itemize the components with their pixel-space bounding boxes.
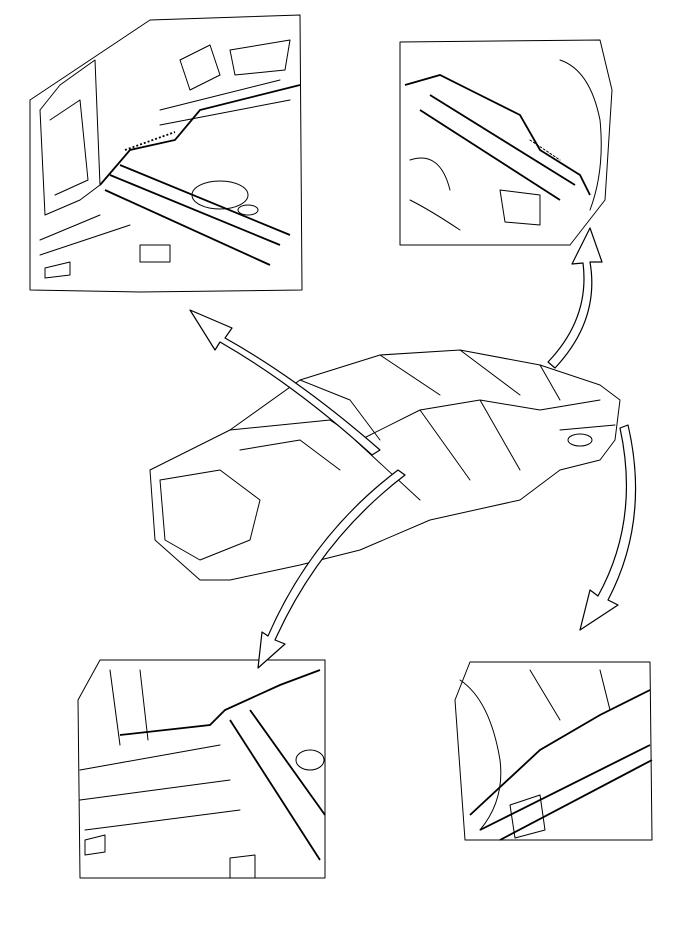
- detail-view-bottom-right: [454, 661, 653, 841]
- detail-view-bottom-left: [77, 659, 326, 879]
- arrow-to-top-right: [547, 227, 603, 369]
- arrows: [189, 227, 637, 669]
- arrow-to-bottom-left: [257, 469, 406, 669]
- arrow-to-top-left: [189, 309, 381, 456]
- arrow-to-bottom-right: [579, 424, 637, 631]
- car-body-shell: [149, 349, 621, 581]
- detail-view-top-left: [29, 14, 303, 293]
- detail-view-top-right: [399, 39, 613, 246]
